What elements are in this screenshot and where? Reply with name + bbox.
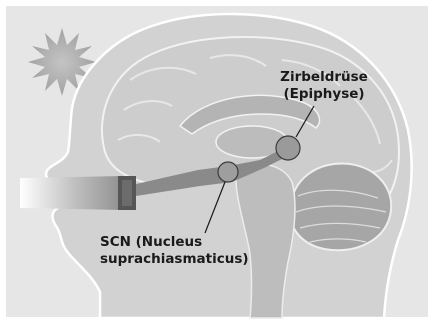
pineal-label: Zirbeldrüse	[280, 69, 368, 85]
scn-label: SCN (Nucleus	[100, 234, 202, 250]
light-beam	[20, 176, 124, 210]
cerebellum	[290, 163, 391, 250]
scn-node	[218, 162, 238, 182]
pineal-label-sub: (Epiphyse)	[283, 86, 364, 102]
scn-label-sub: suprachiasmaticus)	[100, 251, 249, 267]
pineal-node	[276, 136, 300, 160]
retina	[122, 180, 132, 206]
